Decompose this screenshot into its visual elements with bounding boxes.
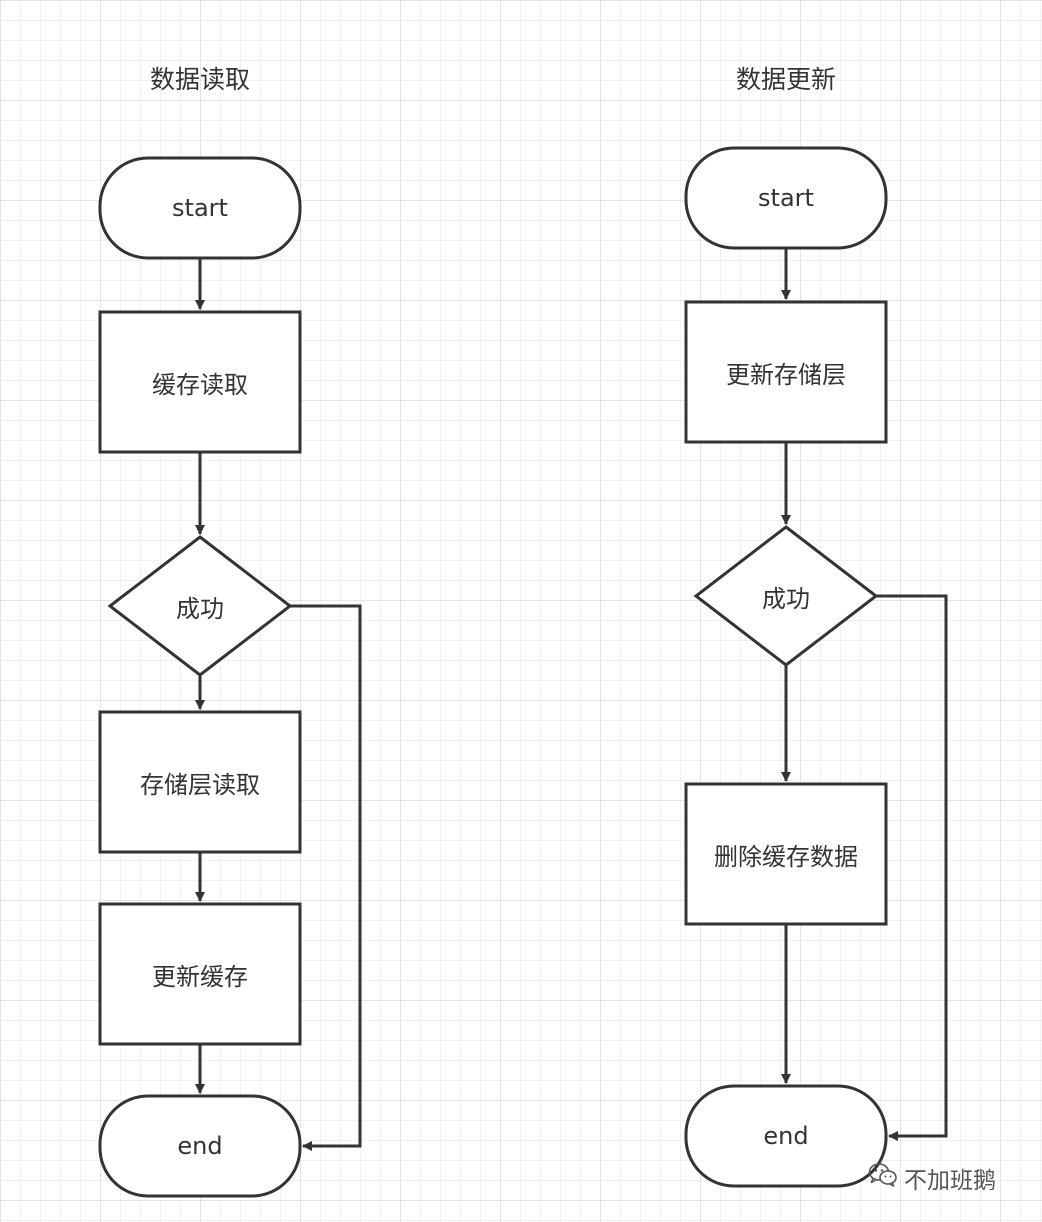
- update-start-label: start: [758, 184, 814, 212]
- read-update-cache-label: 更新缓存: [152, 962, 248, 991]
- read-flow-title: 数据读取: [149, 65, 250, 94]
- read-cache-read-node: [98, 310, 302, 454]
- read-update-cache-node: [98, 902, 302, 1046]
- update-end-label: end: [763, 1122, 809, 1150]
- read-end-node: [98, 1094, 302, 1198]
- read-cache-read-label: 缓存读取: [152, 370, 248, 399]
- read-arrow-decision-to-end: [290, 604, 362, 1151]
- watermark: 不加班鹅: [868, 1160, 1018, 1196]
- read-start-label: start: [172, 194, 228, 222]
- read-storage-read-label: 存储层读取: [140, 770, 260, 799]
- update-storage-node: [684, 300, 888, 444]
- update-flow: [684, 146, 948, 1188]
- update-arrow-decision-to-end: [876, 594, 948, 1141]
- read-end-label: end: [177, 1132, 223, 1160]
- update-delete-cache-label: 删除缓存数据: [714, 842, 858, 871]
- read-flow: [98, 156, 362, 1198]
- read-decision-label: 成功: [176, 594, 224, 623]
- update-decision-label: 成功: [762, 584, 810, 613]
- update-flow-title: 数据更新: [735, 65, 836, 94]
- update-delete-cache-node: [684, 782, 888, 926]
- wechat-icon: [868, 1162, 898, 1194]
- read-storage-read-node: [98, 710, 302, 854]
- watermark-text: 不加班鹅: [904, 1168, 996, 1194]
- update-end-node: [684, 1084, 888, 1188]
- update-storage-label: 更新存储层: [726, 360, 846, 389]
